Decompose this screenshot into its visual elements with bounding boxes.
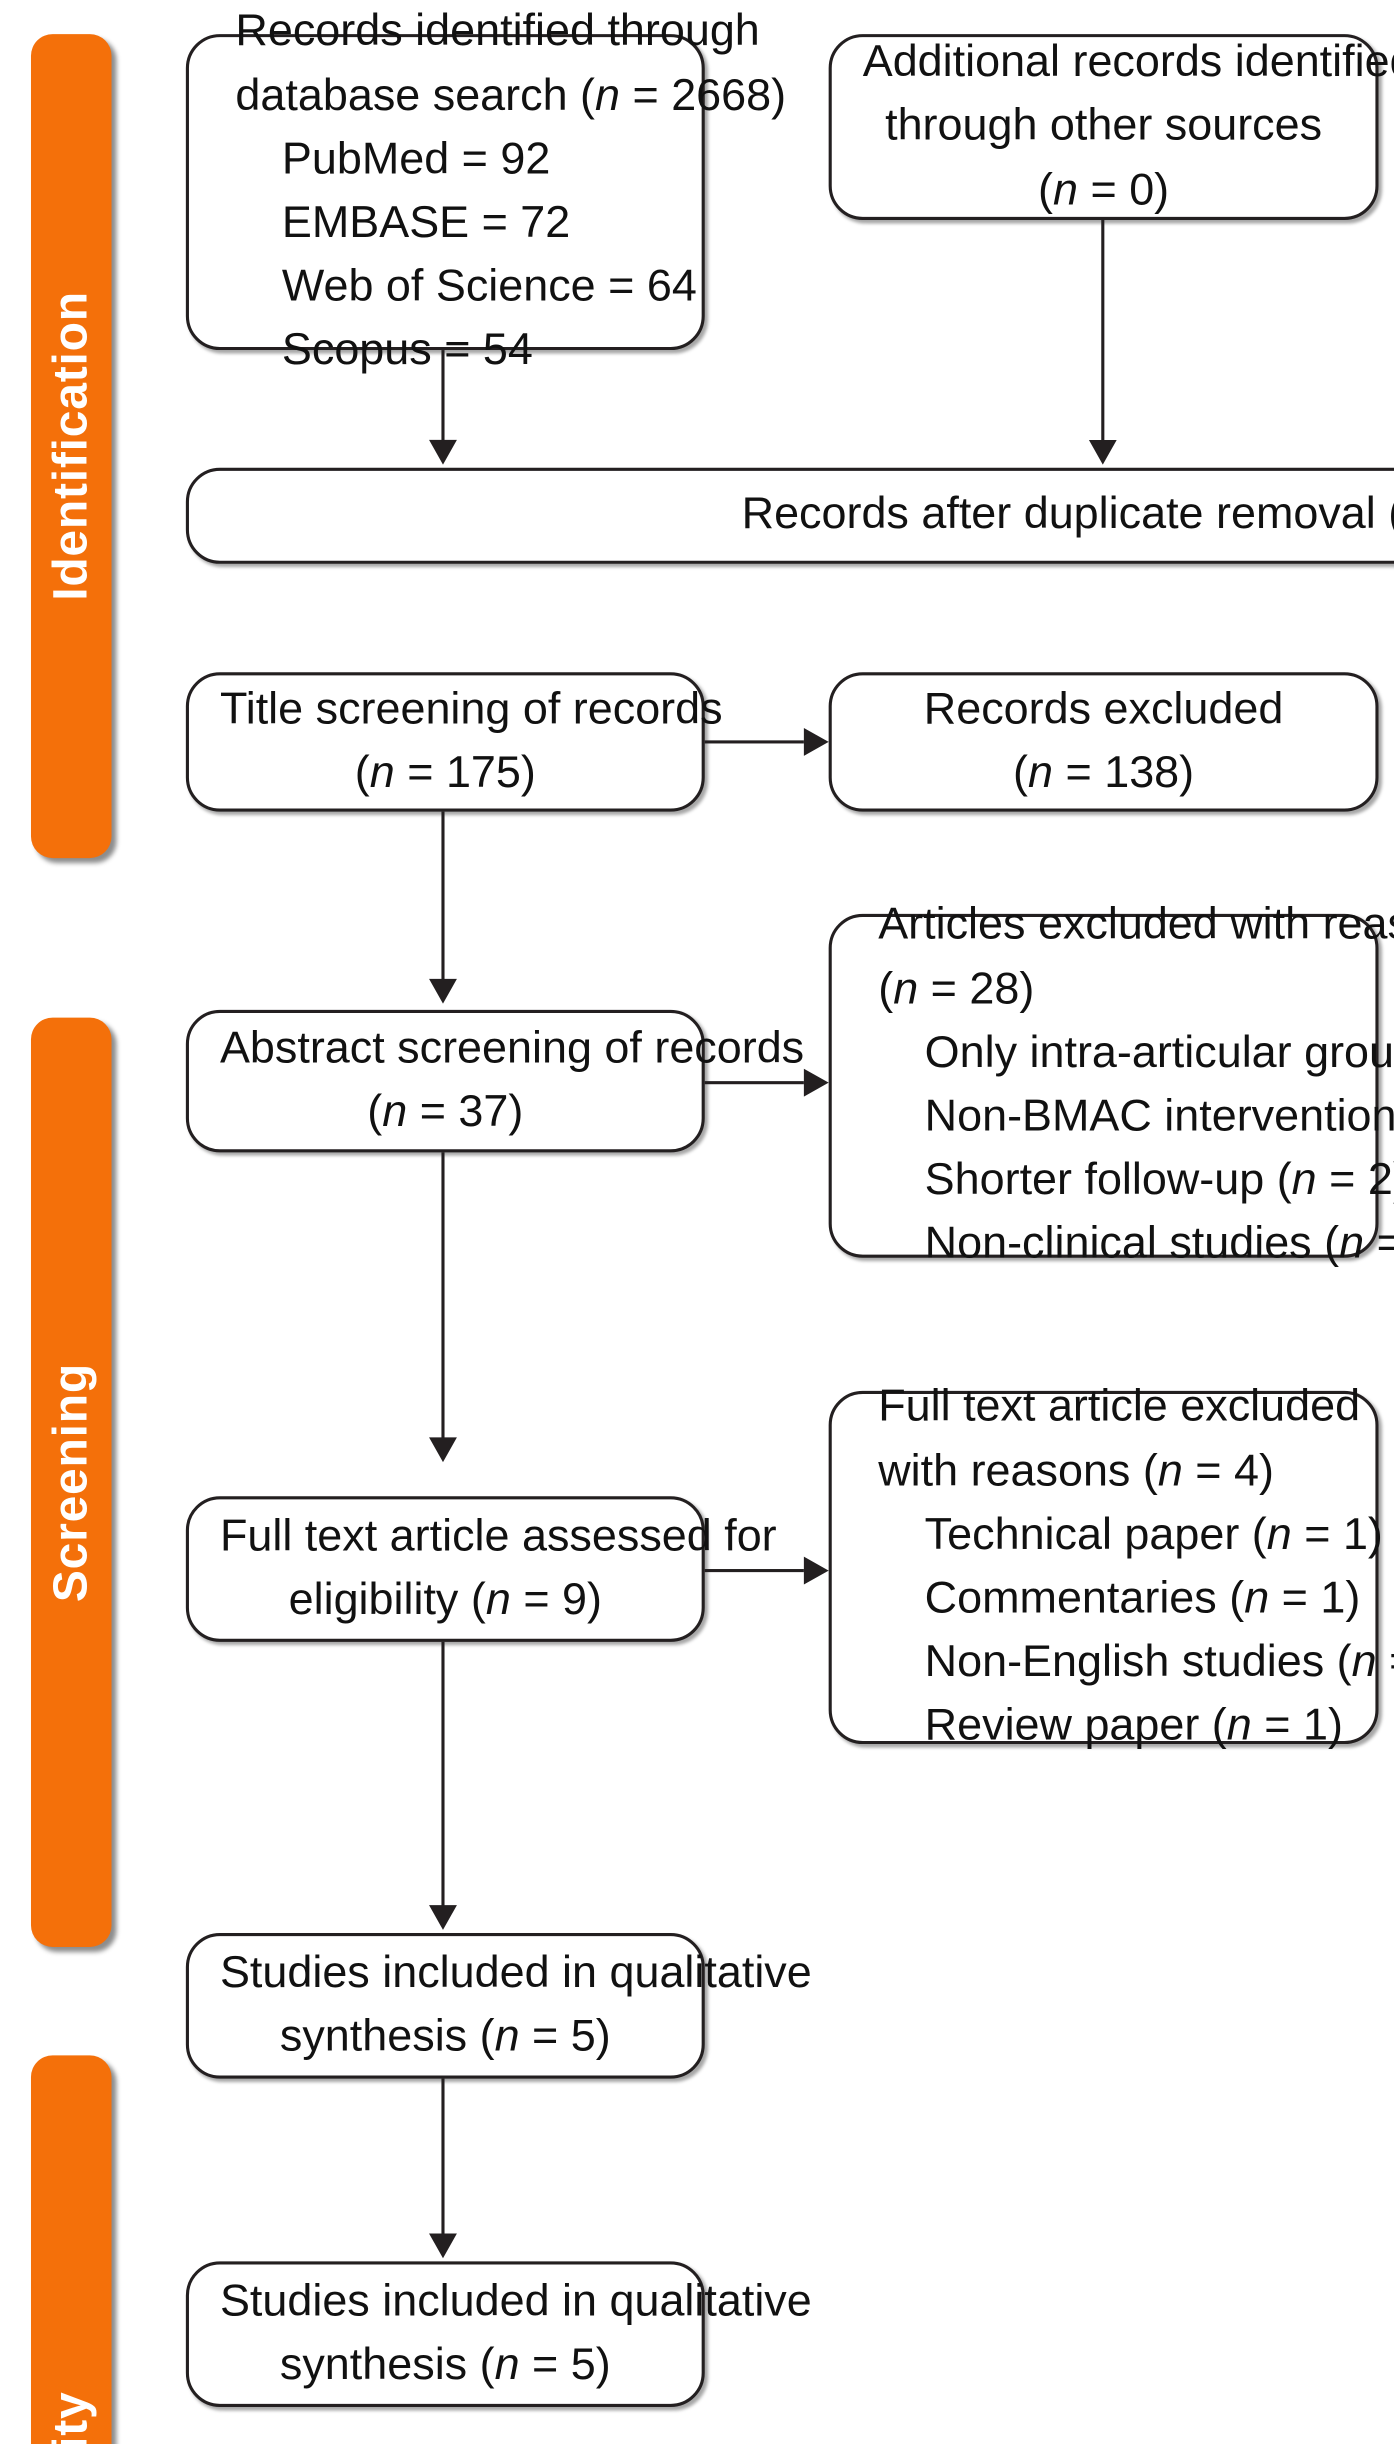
additional-records-line-3: (n = 0) — [1038, 165, 1170, 215]
qualitative-2-line-1: Studies included in qualitative — [219, 2276, 812, 2327]
additional-records-line-2: through other sources — [885, 101, 1323, 151]
box-full-text-assessed: Full text article assessed for eligibili… — [185, 1496, 777, 1642]
title-screening-line-2: (n = 175) — [354, 748, 536, 798]
stage-label-eligibility: Eligibility — [43, 2392, 99, 2444]
connector-title-to-excluded — [704, 740, 804, 745]
articles-excluded-line-6: Non-clinical studies (n = 4) — [924, 1219, 1394, 1270]
arrowhead-qualitative1-to-qualitative2 — [429, 2233, 457, 2259]
title-screening-line-1: Title screening of records — [219, 684, 723, 734]
full-text-assessed-line-1: Full text article assessed for — [219, 1511, 777, 1562]
full-text-excluded-line-2: with reasons (n = 4) — [878, 1446, 1274, 1496]
records-excluded-line-1: Records excluded — [923, 684, 1284, 734]
connector-abstract-to-fulltext — [441, 1152, 446, 1441]
records-identified-line-5: Web of Science = 64 — [281, 262, 697, 312]
abstract-screening-line-1: Abstract screening of records — [219, 1023, 805, 1074]
articles-excluded-line-2: (n = 28) — [878, 964, 1035, 1014]
box-title-screening: Title screening of records (n = 175) — [185, 672, 723, 812]
abstract-screening-line-2: (n = 37) — [367, 1087, 524, 1137]
full-text-excluded-line-6: Review paper (n = 1) — [924, 1701, 1343, 1751]
connector-title-to-abstract — [441, 811, 446, 982]
after-duplicates-line-1: Records after duplicate removal (n = 175… — [741, 490, 1394, 540]
stage-bar-eligibility: Eligibility — [30, 2055, 112, 2444]
additional-records-line-1: Additional records identified — [862, 37, 1394, 88]
full-text-assessed-line-2: eligibility (n = 9) — [288, 1575, 602, 1625]
stage-label-identification: Identification — [43, 291, 98, 601]
arrowhead-fulltext-to-excluded — [803, 1556, 829, 1585]
full-text-excluded-line-3: Technical paper (n = 1) — [924, 1509, 1383, 1560]
box-full-text-excluded: Full text article excluded with reasons … — [828, 1382, 1394, 1751]
records-identified-line-2: database search (n = 2668) — [235, 70, 787, 121]
records-identified-line-1: Records identified through — [235, 6, 760, 57]
full-text-excluded-line-4: Commentaries (n = 1) — [924, 1573, 1361, 1624]
full-text-excluded-line-5: Non-English studies (n = 1) — [924, 1637, 1394, 1688]
stage-bar-identification: Identification — [30, 34, 112, 859]
connector-fulltext-to-qualitative1 — [441, 1641, 446, 1909]
connector-fulltext-to-excluded — [704, 1569, 804, 1573]
qualitative-2-line-2: synthesis (n = 5) — [279, 2340, 611, 2390]
stage-label-screening: Screening — [43, 1362, 98, 1602]
box-qualitative-synthesis-1: Studies included in qualitative synthesi… — [185, 1933, 812, 2079]
box-articles-excluded: Articles excluded with reasons (n = 28) … — [828, 901, 1394, 1269]
articles-excluded-line-4: Non-BMAC intervention (n = 4) — [924, 1091, 1394, 1142]
box-records-excluded: Records excluded (n = 138) — [828, 672, 1379, 812]
arrowhead-fulltext-to-qualitative1 — [429, 1905, 457, 1930]
connector-additional-to-duplicates — [1101, 219, 1105, 443]
articles-excluded-line-1: Articles excluded with reasons — [878, 900, 1394, 951]
arrowhead-abstract-to-articles-excluded — [803, 1068, 829, 1097]
arrowhead-abstract-to-fulltext — [429, 1437, 457, 1463]
stage-bar-screening: Screening — [30, 1017, 112, 1947]
records-identified-line-3: PubMed = 92 — [281, 134, 551, 185]
box-records-identified: Records identified through database sear… — [185, 7, 787, 375]
articles-excluded-line-5: Shorter follow-up (n = 2) — [924, 1155, 1394, 1206]
box-additional-records: Additional records identified through ot… — [828, 34, 1394, 220]
arrowhead-title-to-abstract — [429, 978, 457, 1004]
connector-qualitative1-to-qualitative2 — [441, 2078, 446, 2237]
connector-abstract-to-articles-excluded — [704, 1081, 804, 1085]
articles-excluded-line-3: Only intra-articular group (n = 18) — [924, 1028, 1394, 1078]
qualitative-1-line-1: Studies included in qualitative — [219, 1948, 812, 1998]
records-excluded-line-2: (n = 138) — [1013, 748, 1195, 798]
connector-records-to-duplicates — [441, 350, 446, 443]
records-identified-line-4: EMBASE = 72 — [281, 198, 571, 248]
arrowhead-title-to-excluded — [803, 727, 829, 756]
box-abstract-screening: Abstract screening of records (n = 37) — [185, 1009, 805, 1153]
qualitative-1-line-2: synthesis (n = 5) — [279, 2012, 611, 2062]
arrowhead-additional-to-duplicates — [1088, 439, 1117, 465]
box-records-after-duplicates: Records after duplicate removal (n = 175… — [185, 467, 1394, 564]
arrowhead-records-to-duplicates — [429, 439, 457, 465]
box-qualitative-synthesis-2: Studies included in qualitative synthesi… — [185, 2261, 812, 2407]
full-text-excluded-line-1: Full text article excluded — [878, 1382, 1361, 1432]
records-identified-line-6: Scopus = 54 — [281, 325, 533, 376]
